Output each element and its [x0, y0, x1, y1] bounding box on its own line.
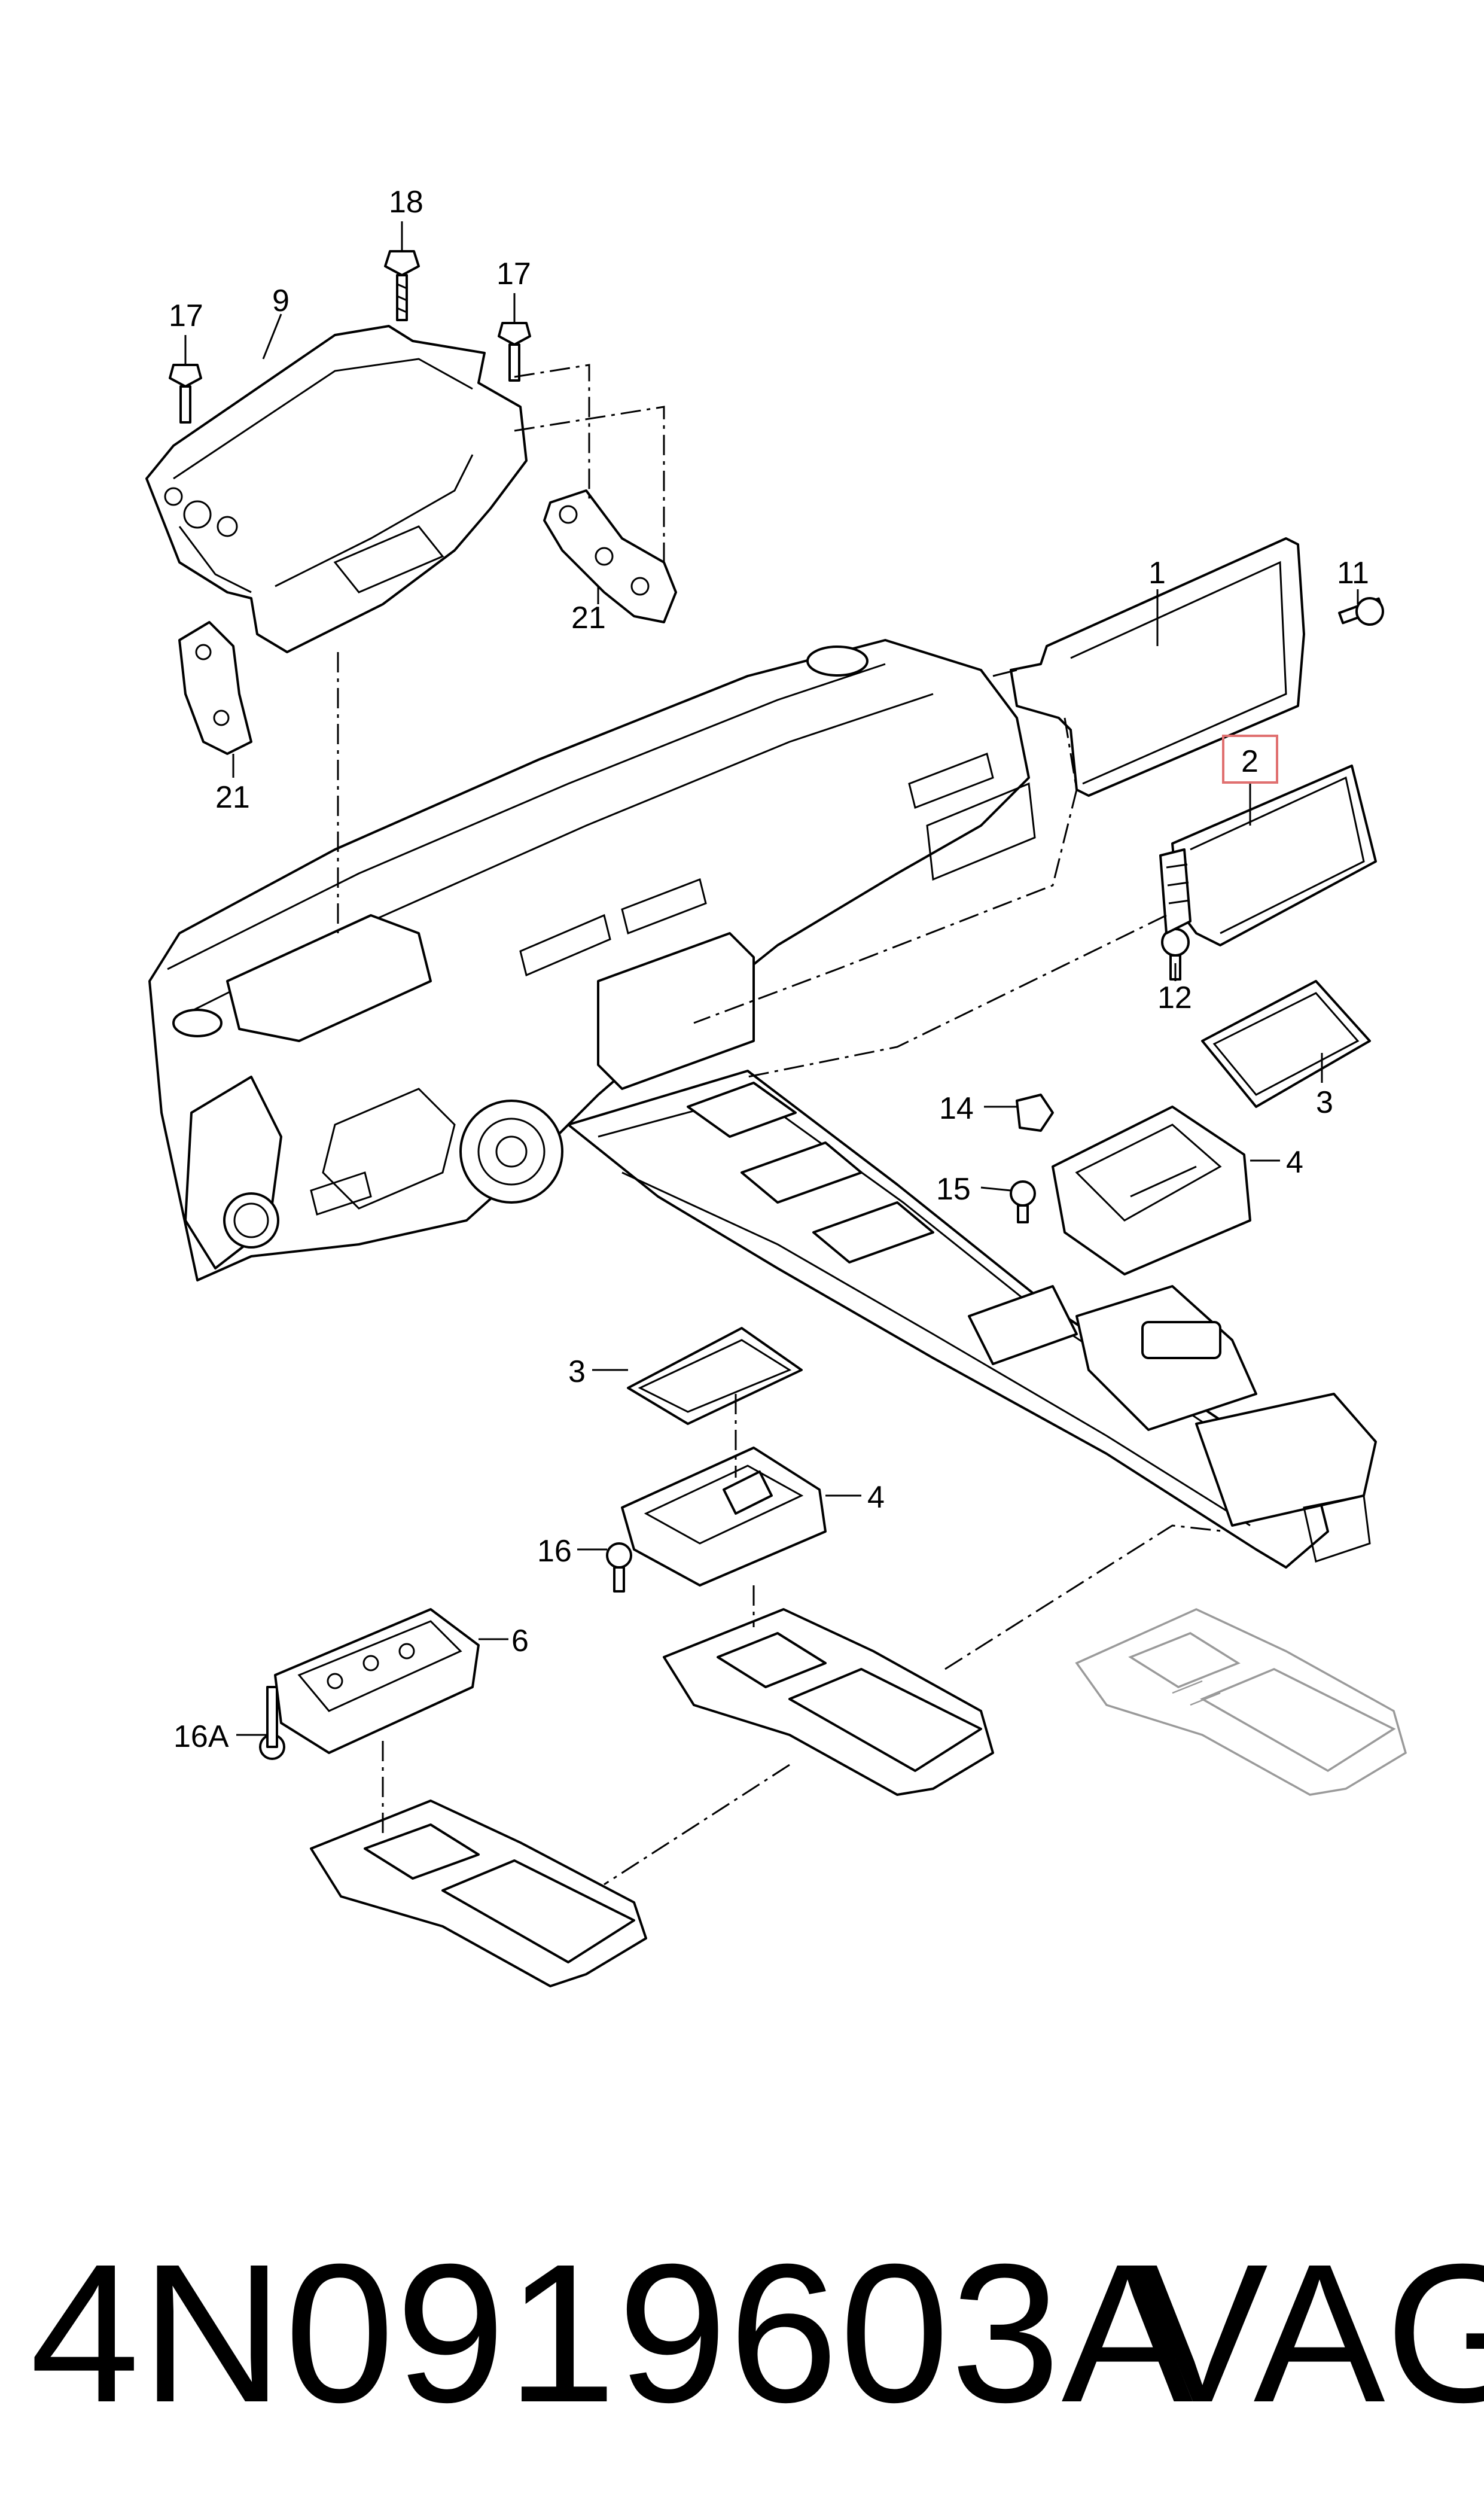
part-3-display-panel-lower [627, 1327, 803, 1425]
callout-17-left: 17 [169, 299, 203, 333]
callout-11: 11 [1337, 556, 1369, 590]
footer-caption: 4N0919603A VAG [0, 2213, 1484, 2453]
rear-console-ghost [1075, 1608, 1407, 1796]
highlight-box-part-2 [1222, 735, 1278, 784]
rear-console-middle [663, 1608, 994, 1796]
part-3-display-panel-upper [1201, 980, 1371, 1108]
callout-18: 18 [389, 185, 423, 220]
assembly-lines [337, 364, 1227, 1886]
exploded-parts-diagram: 18 17 17 9 21 21 1 11 2 12 3 14 4 15 3 4… [145, 185, 1407, 1987]
part-4-housing-lower [621, 1447, 827, 1587]
brand-name: VAG [1136, 2222, 1484, 2443]
callout-4-lower: 4 [867, 1480, 885, 1515]
part-4-housing-upper [1052, 1106, 1251, 1275]
part-21-bracket-left [178, 621, 252, 755]
part-21-bracket-right [543, 489, 677, 623]
clip-14 [1016, 1094, 1054, 1132]
callout-16: 16 [537, 1534, 572, 1569]
dashboard-assembly [148, 639, 1036, 1281]
part-9-hud-unit [145, 325, 528, 653]
callout-9: 9 [272, 284, 290, 318]
callout-1: 1 [1148, 556, 1166, 590]
leader-lines [184, 221, 1359, 1736]
callout-3-lower: 3 [568, 1354, 586, 1389]
callout-labels: 18 17 17 9 21 21 1 11 2 12 3 14 4 15 3 4… [169, 185, 1369, 1754]
part-number: 4N0919603A [30, 2222, 1194, 2443]
callout-6: 6 [511, 1624, 529, 1658]
part-6-rear-control-unit [274, 1608, 480, 1754]
bolt-17-left [169, 364, 202, 424]
callout-12: 12 [1157, 981, 1192, 1015]
callout-21-right: 21 [571, 601, 606, 635]
bolt-11 [1338, 597, 1384, 626]
callout-15: 15 [936, 1172, 971, 1207]
callout-2: 2 [1241, 744, 1258, 779]
callout-21-left: 21 [215, 780, 250, 815]
part-1-instrument-display [992, 537, 1305, 797]
callout-4-upper: 4 [1286, 1145, 1303, 1180]
bolt-15 [1010, 1180, 1036, 1223]
callout-16a: 16A [173, 1719, 229, 1754]
callout-17-right: 17 [496, 257, 531, 291]
callout-14: 14 [939, 1091, 974, 1126]
callout-3-upper: 3 [1316, 1085, 1333, 1120]
centre-console [567, 1070, 1377, 1569]
bolt-16a [259, 1686, 285, 1760]
bolt-18 [384, 250, 420, 321]
bolt-16 [606, 1542, 632, 1593]
rear-console-lower [310, 1800, 647, 1987]
part-2-mmi-display [1159, 765, 1377, 946]
bolt-17-right [498, 322, 531, 382]
